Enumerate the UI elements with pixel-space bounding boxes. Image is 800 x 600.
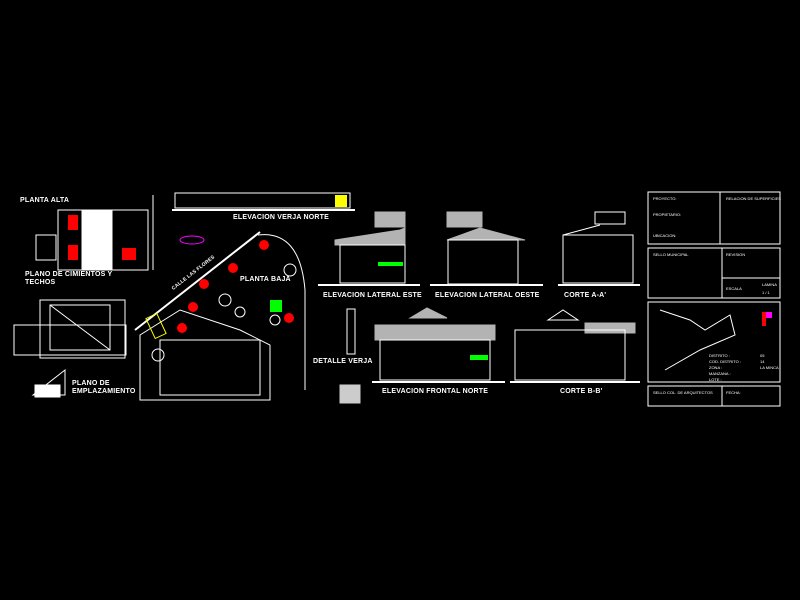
tb-relacion: RELACION DE SUPERFICIES (726, 196, 781, 201)
tb-proyecto: PROYECTO: (653, 196, 677, 201)
label-elevacion-verja-norte: ELEVACION VERJA NORTE (233, 214, 329, 221)
tb-fecha: FECHA: (726, 390, 741, 395)
title-block-frame (647, 191, 781, 407)
tb-cod-val: 14 (760, 359, 765, 364)
corte-bb-drawing (510, 309, 640, 383)
plano-emplazamiento-drawing (31, 368, 66, 398)
label-elevacion-lateral-este: ELEVACION LATERAL ESTE (323, 292, 422, 299)
tb-sello-colegio: SELLO COL. DE ARQUITECTOS (653, 390, 713, 395)
elevacion-lateral-este-drawing (318, 211, 420, 286)
tb-zona: ZONA : (709, 365, 723, 370)
tb-escala: ESCALA (726, 286, 742, 291)
tb-lamina-num: 1 / 1 (762, 290, 770, 295)
tb-lamina: LAMINA (762, 282, 777, 287)
label-plano-emplazamiento: PLANO DE EMPLAZAMIENTO (72, 380, 136, 395)
tb-lote: LOTE : (709, 377, 722, 382)
label-corte-aa: CORTE A-A' (564, 292, 607, 299)
label-planta-baja: PLANTA BAJA (240, 276, 291, 283)
label-detalle-verja: DETALLE VERJA (313, 358, 373, 365)
tb-distrito: DISTRITO : (709, 353, 730, 358)
label-elevacion-frontal-norte: ELEVACION FRONTAL NORTE (382, 388, 489, 395)
tb-propietario: PROPIETARIO: (653, 212, 682, 217)
label-planta-alta: PLANTA ALTA (20, 197, 70, 204)
plano-cimientos-drawing (13, 299, 127, 359)
planta-alta-drawing (35, 195, 154, 271)
tb-ubicacion: UBICACION: (653, 233, 677, 238)
detalle-verja-drawing (339, 308, 361, 404)
label-elevacion-lateral-oeste: ELEVACION LATERAL OESTE (435, 292, 540, 299)
elevacion-lateral-oeste-drawing (430, 211, 543, 286)
tb-distrito-val: 05 (760, 353, 765, 358)
label-corte-bb: CORTE B-B' (560, 388, 603, 395)
tb-cod-distrito: COD. DISTRITO : (709, 359, 741, 364)
tb-revision: REVISION (726, 252, 746, 257)
elevacion-frontal-drawing (372, 307, 505, 383)
elevacion-verja-drawing (172, 192, 355, 211)
label-plano-cimientos: PLANO DE CIMIENTOS Y TECHOS (25, 271, 113, 286)
corte-aa-drawing (558, 211, 640, 286)
tb-zona-val: LA MINCA (760, 365, 779, 370)
planta-baja-drawing (134, 231, 306, 401)
tb-sello-municipal: SELLO MUNICIPAL (653, 252, 689, 257)
tb-manzana: MANZANA : (709, 371, 731, 376)
